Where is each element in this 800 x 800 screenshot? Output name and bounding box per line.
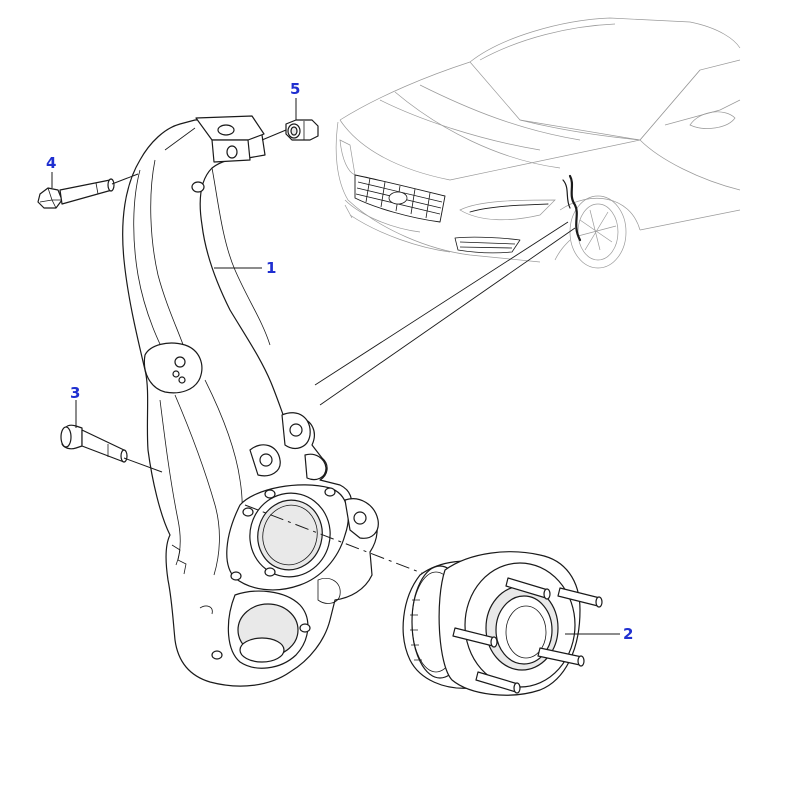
callout-number-2: 2 [623, 625, 633, 643]
callout-number-3: 3 [70, 384, 80, 402]
callout-number-1: 1 [266, 259, 276, 277]
lower-bolt-icon [60, 424, 128, 463]
axis-centerline [244, 504, 441, 581]
callout-number-4: 4 [46, 154, 56, 172]
nut-icon [285, 119, 319, 141]
upper-bolt-icon [37, 178, 115, 209]
leader-line-3b [123, 457, 163, 473]
vehicle-front-locator-icon [314, 17, 741, 406]
callout-number-5: 5 [290, 80, 300, 98]
grille-icon [354, 174, 446, 223]
steering-knuckle-icon [122, 115, 379, 687]
leader-line-5b [261, 129, 287, 141]
wheel-hub-bearing-icon [402, 551, 603, 696]
wheel-stud-icon [452, 577, 603, 694]
wheel-icon [569, 195, 627, 269]
leader-line-4b [111, 173, 139, 185]
